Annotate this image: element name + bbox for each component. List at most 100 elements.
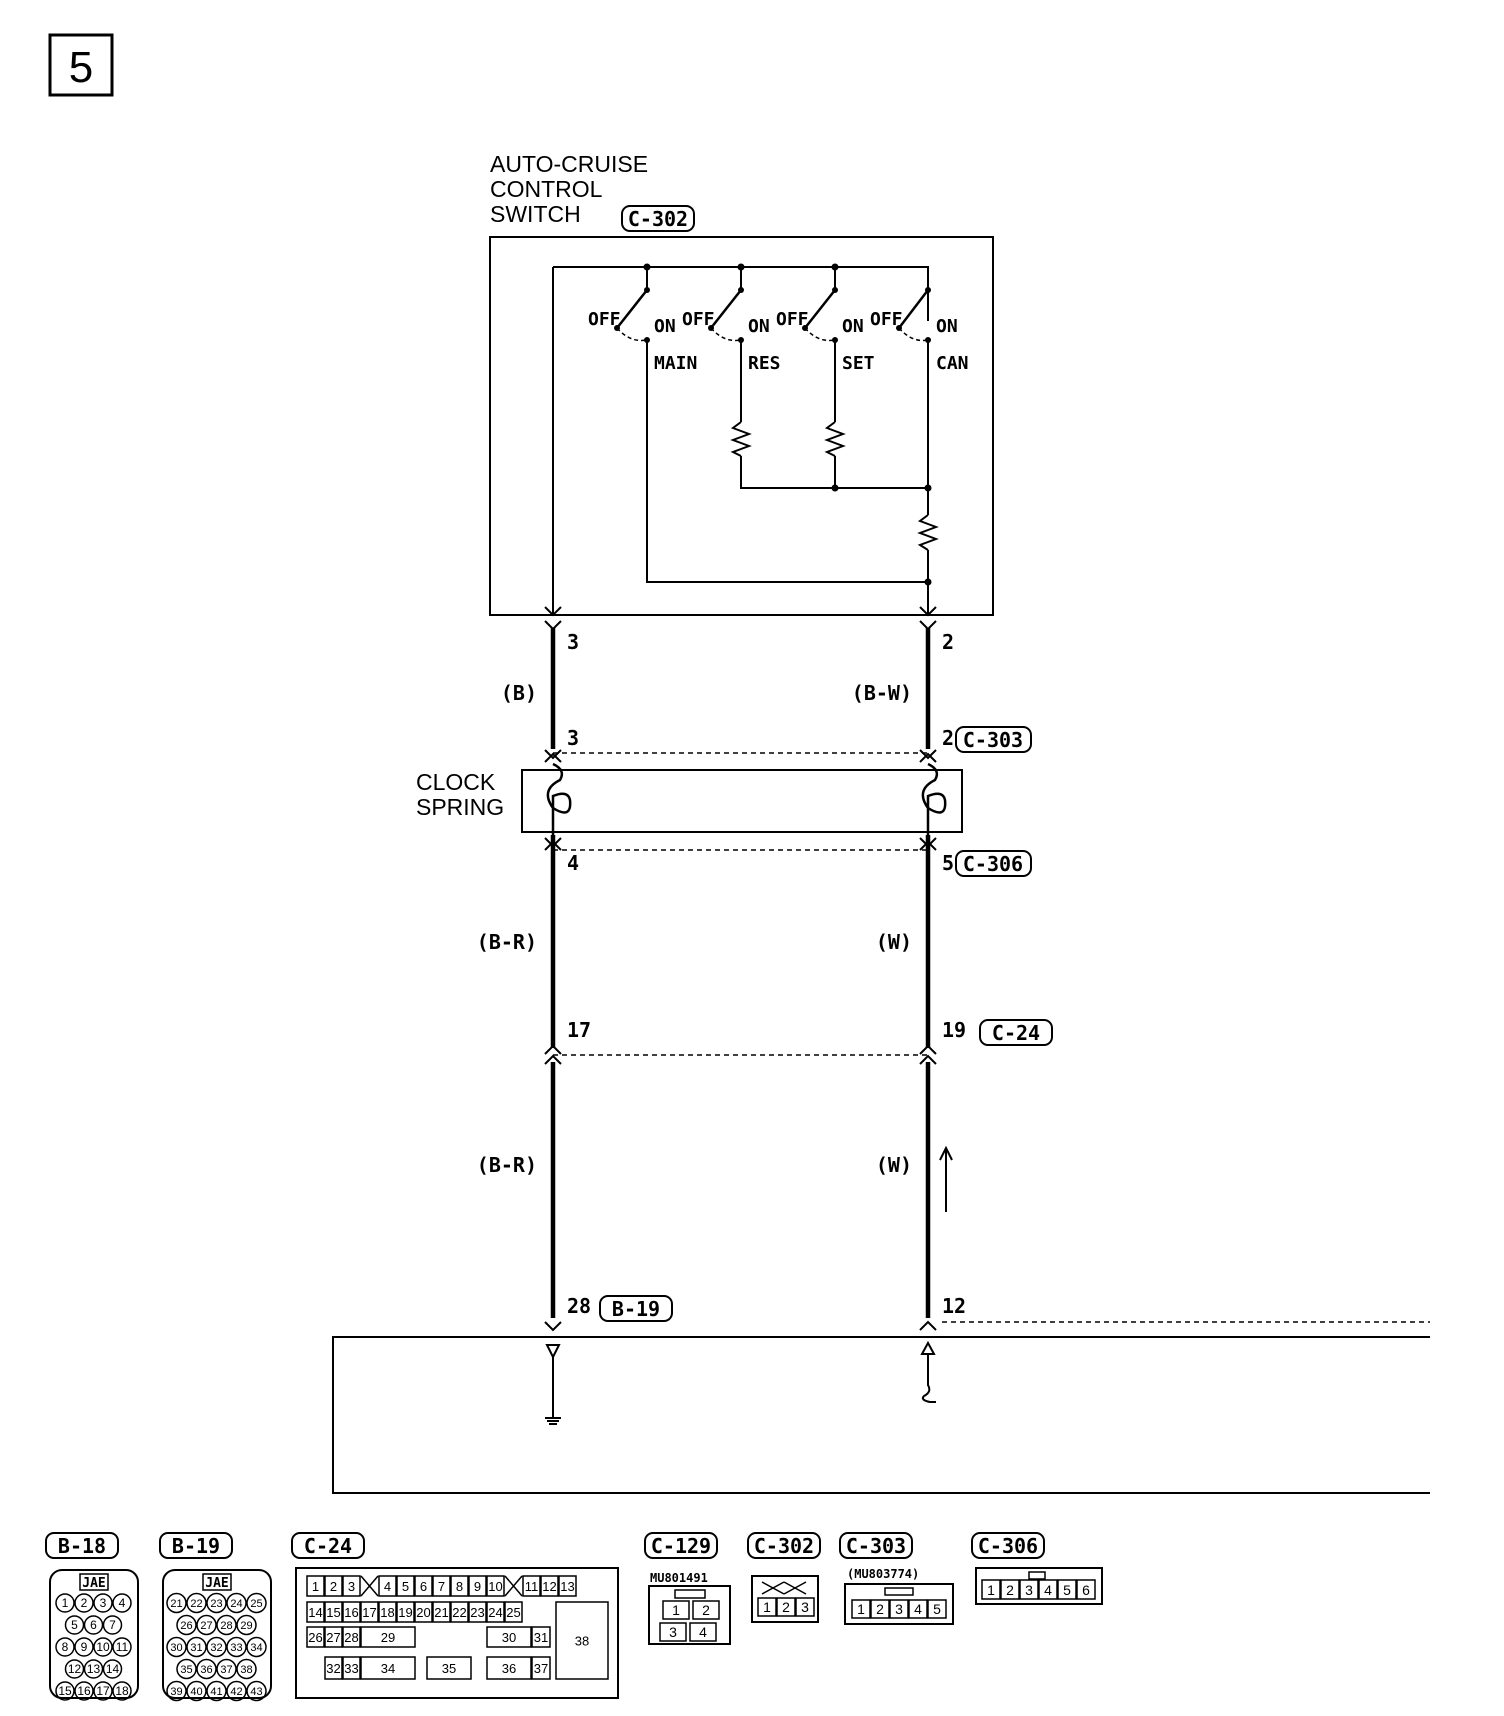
switch-title-line-1: AUTO-CRUISE [490,151,648,177]
key-c306 [1028,1571,1046,1580]
contact-on-main: ON [654,316,676,337]
pin-b19-38 [236,1658,257,1680]
pin-c302-2 [776,1597,796,1617]
pin-label-c24-37: 37 [534,1661,548,1676]
wire-color-right-2: (W) [876,930,912,954]
connector-label-c306: C-306 [963,852,1023,876]
clock-spring-coil-right [921,762,947,840]
pin-c24-11 [522,1575,541,1597]
pin-c24-18 [378,1601,397,1623]
pin-c24-26 [306,1626,325,1648]
key-c129 [674,1589,706,1599]
pin-b19-36 [196,1658,217,1680]
pin-b18-11 [112,1637,132,1657]
pin-c303-5 [927,1599,947,1619]
pin-label-c24-35: 35 [442,1661,456,1676]
pin-label-b19-29: 29 [240,1620,252,1632]
contact-name-set: SET [842,353,875,374]
pin-c306-4 [1038,1579,1058,1600]
connector-view-badge-c303 [839,1532,913,1559]
pin-label-b19-28: 28 [220,1620,232,1632]
pin-label-b18-4: 4 [119,1596,126,1610]
signal-direction-arrow [939,1145,953,1212]
pin-c24-14 [306,1601,325,1623]
pin-c24-30 [486,1626,532,1648]
connector-view-label-c129: C-129 [651,1534,711,1558]
pin-c24-22 [450,1601,469,1623]
pin-label-c24-7: 7 [438,1579,445,1594]
pin-label-c303-2: 2 [876,1601,884,1617]
maker-b18: JAE [82,1576,105,1591]
pin-label-b19-21: 21 [170,1598,182,1610]
key-c303 [884,1587,914,1596]
connector-badge-c24 [979,1019,1053,1046]
pin-label-c306-4: 4 [1044,1582,1052,1598]
contact-name-main: MAIN [654,353,697,374]
part-number-c303: (MU803774) [847,1567,919,1581]
pin-c24-3 [342,1575,361,1597]
pin-label-c24-16: 16 [344,1605,358,1620]
pin-label-c306-5: 5 [1063,1582,1071,1598]
pin-label-c24-10: 10 [488,1579,502,1594]
pin-switch-left: 3 [567,630,579,654]
connector-face-c303 [844,1583,954,1625]
pin-b18-13 [83,1659,104,1679]
pin-c306-1 [981,1579,1001,1600]
pin-label-b19-42: 42 [230,1686,242,1698]
pin-label-c24-24: 24 [488,1605,502,1620]
pin-label-b18-6: 6 [90,1618,97,1632]
pin-b18-18 [112,1681,132,1701]
pin-c24-28 [342,1626,361,1648]
pin-label-b19-32: 32 [210,1642,222,1654]
wire-color-left-1: (B) [501,681,537,705]
pin-c303-1 [851,1599,871,1619]
pin-label-c24-38: 38 [575,1634,589,1649]
pin-label-b18-18: 18 [115,1684,129,1698]
pin-c129-3 [659,1622,687,1642]
connector-view-badge-b19 [159,1532,233,1559]
pin-b19-26 [176,1614,197,1636]
pin-label-c24-28: 28 [344,1630,358,1645]
connector-label-b19: B-19 [612,1297,660,1321]
pin-c24-5 [396,1575,415,1597]
pin-label-b19-40: 40 [190,1686,202,1698]
pin-cs-lower-right: 5 [942,851,954,875]
pin-label-b19-24: 24 [230,1598,242,1610]
pin-label-b19-38: 38 [240,1664,252,1676]
pin-b18-17 [93,1681,113,1701]
pin-c24-6 [414,1575,433,1597]
pin-c303-2 [870,1599,890,1619]
pin-label-b18-10: 10 [96,1640,110,1654]
pin-label-c24-12: 12 [542,1579,556,1594]
pin-b18-16 [74,1681,94,1701]
wire-color-left-2: (B-R) [477,930,537,954]
pin-label-c24-36: 36 [502,1661,516,1676]
pin-b19-37 [216,1658,237,1680]
connector-view-badge-b18 [45,1532,119,1559]
pin-label-c24-8: 8 [456,1579,463,1594]
contact-on-set: ON [842,316,864,337]
pin-c24-32 [324,1656,343,1680]
contact-name-res: RES [748,353,781,374]
pin-c24-15 [324,1601,343,1623]
pin-cs-lower-left: 4 [567,851,579,875]
contact-off-set: OFF [776,309,809,330]
pin-label-c24-25: 25 [506,1605,520,1620]
pin-b19-39 [166,1680,187,1702]
pin-label-b18-2: 2 [81,1596,88,1610]
blank-cells-c302 [761,1581,807,1595]
pin-c24-27 [324,1626,343,1648]
pin-c24-33 [342,1656,361,1680]
pin-c24-35 [426,1656,472,1680]
pin-b19-41 [206,1680,227,1702]
pin-c24-38 [555,1601,609,1680]
pin-label-c24-30: 30 [502,1630,516,1645]
pin-label-b18-1: 1 [62,1596,69,1610]
pin-label-b19-43: 43 [250,1686,262,1698]
pin-label-c24-5: 5 [402,1579,409,1594]
switch-title-line-2: CONTROL [490,176,603,202]
pin-label-b19-25: 25 [250,1598,262,1610]
pin-c24-36 [486,1656,532,1680]
